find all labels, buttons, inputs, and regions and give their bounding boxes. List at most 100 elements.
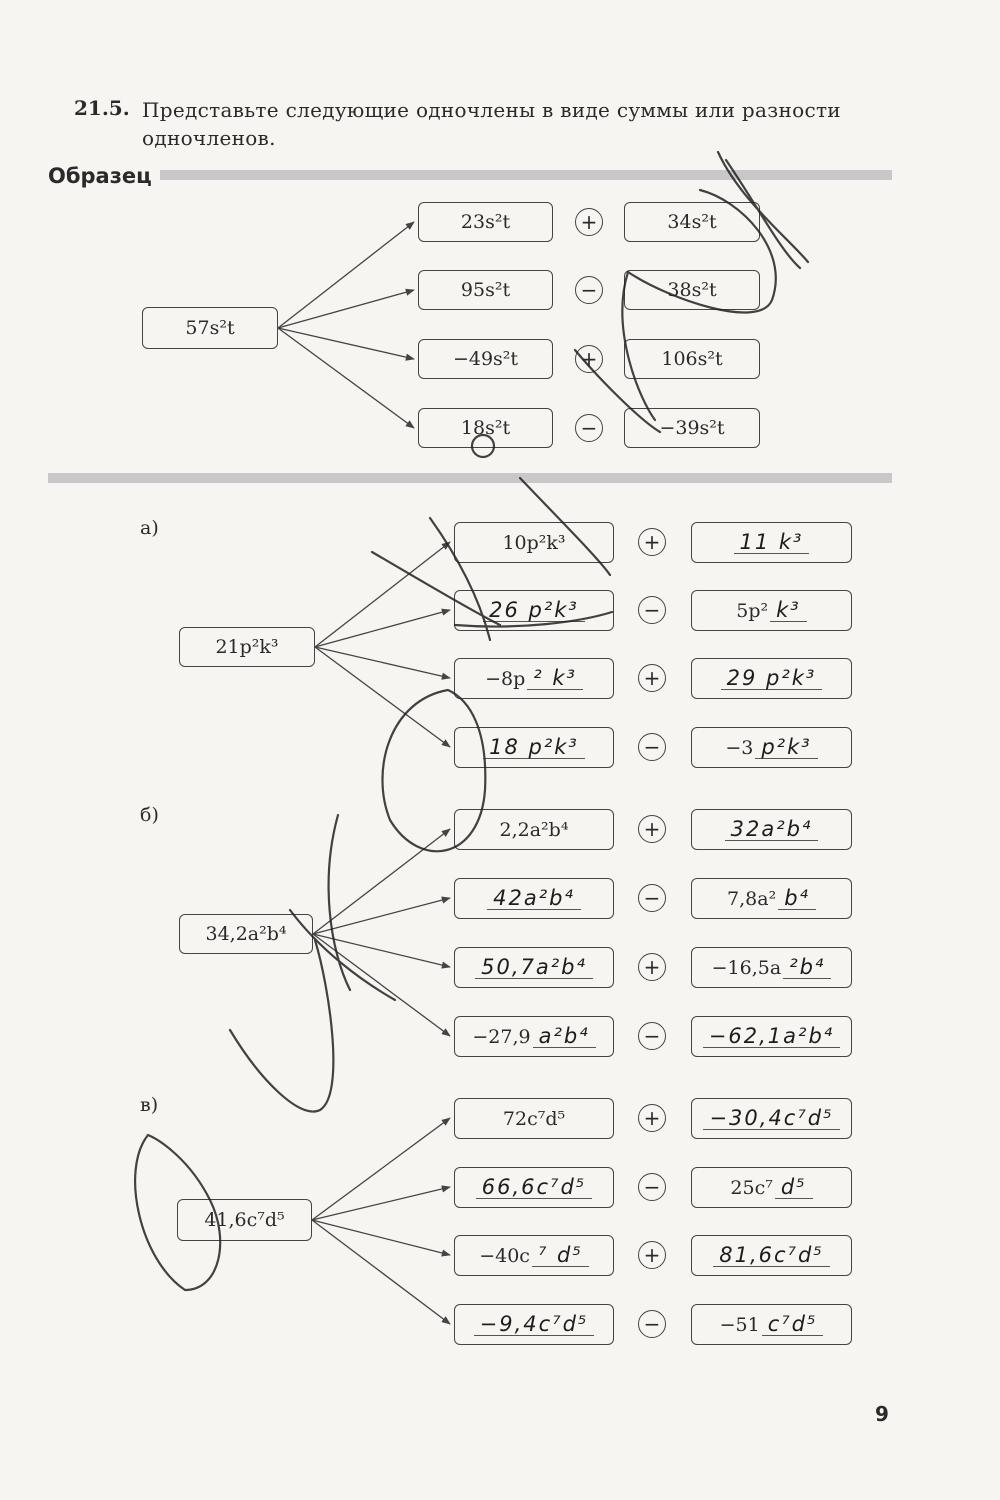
plus-sign-icon: +	[575, 208, 603, 236]
plus-sign-icon: +	[638, 528, 666, 556]
printed-term: 106s²t	[661, 348, 723, 370]
printed-term: 2,2a²b⁴	[499, 818, 569, 841]
right-term-box: 32a²b⁴	[691, 809, 852, 850]
exercise-arrow	[311, 1185, 451, 1221]
minus-sign-icon: −	[638, 733, 666, 761]
sample-right-term-box: 34s²t	[624, 202, 760, 242]
exercise-arrow	[314, 646, 451, 680]
handwritten-answer: 26 p²k³	[483, 599, 585, 622]
printed-term: −49s²t	[452, 348, 519, 370]
exercise-arrow	[311, 1117, 451, 1221]
left-term-box: 10p²k³	[454, 522, 614, 563]
sample-heading: Образец	[48, 164, 152, 188]
printed-prefix: −16,5a	[711, 956, 782, 979]
exercise-arrow	[314, 608, 451, 648]
printed-prefix: −3	[725, 736, 754, 759]
handwritten-answer: 11 k³	[733, 531, 810, 554]
handwritten-answer: −9,4c⁷d⁵	[473, 1313, 595, 1336]
left-term-box: 42a²b⁴	[454, 878, 614, 919]
printed-term: 72c⁷d⁵	[502, 1107, 566, 1130]
minus-sign-icon: −	[638, 596, 666, 624]
exercise-arrow	[311, 1219, 451, 1257]
left-term-box: 72c⁷d⁵	[454, 1098, 614, 1139]
sample-right-term-box: 106s²t	[624, 339, 760, 379]
handwritten-answer: −62,1a²b⁴	[702, 1025, 841, 1048]
handwritten-answer: 66,6c⁷d⁵	[475, 1176, 593, 1199]
source-monomial-box: 34,2a²b⁴	[179, 914, 313, 954]
sample-left-term-box: 95s²t	[418, 270, 553, 310]
left-term-box: 50,7a²b⁴	[454, 947, 614, 988]
exercise-arrow	[312, 933, 451, 1037]
page-number: 9	[875, 1402, 889, 1426]
minus-sign-icon: −	[638, 1310, 666, 1338]
handwritten-answer: p²k³	[755, 736, 818, 759]
right-term-box: 29 p²k³	[691, 658, 852, 699]
minus-sign-icon: −	[638, 1022, 666, 1050]
task-statement: Представьте следующие одночлены в виде с…	[142, 98, 841, 150]
handwritten-answer: ²b⁴	[783, 956, 832, 979]
handwritten-answer: c⁷d⁵	[761, 1313, 824, 1336]
sample-bottom-divider	[48, 473, 892, 483]
left-term-box: 66,6c⁷d⁵	[454, 1167, 614, 1208]
printed-prefix: −40c	[479, 1244, 530, 1267]
handwritten-answer: ⁷ d⁵	[531, 1244, 589, 1267]
plus-sign-icon: +	[638, 953, 666, 981]
exercise-arrow	[312, 828, 451, 935]
printed-prefix: −27,9	[472, 1025, 531, 1048]
source-monomial-box: 41,6c⁷d⁵	[177, 1199, 312, 1241]
printed-term: 38s²t	[667, 279, 717, 301]
source-monomial-box: 21p²k³	[179, 627, 315, 667]
minus-sign-icon: −	[638, 884, 666, 912]
handwritten-answer: 18 p²k³	[483, 736, 585, 759]
sample-arrow	[277, 327, 415, 361]
sample-right-term-box: −39s²t	[624, 408, 760, 448]
right-term-box: −30,4c⁷d⁵	[691, 1098, 852, 1139]
handwritten-answer: k³	[770, 599, 807, 622]
right-term-box: −62,1a²b⁴	[691, 1016, 852, 1057]
left-term-box: 2,2a²b⁴	[454, 809, 614, 850]
handwritten-answer: a²b⁴	[532, 1025, 596, 1048]
plus-sign-icon: +	[638, 1241, 666, 1269]
handwritten-answer: d⁵	[774, 1176, 813, 1199]
part-label: б)	[140, 804, 159, 826]
handwritten-answer: 29 p²k³	[720, 667, 823, 690]
handwritten-answer: 81,6c⁷d⁵	[713, 1244, 830, 1267]
printed-term: 95s²t	[460, 279, 511, 301]
sample-source-box: 57s²t	[142, 307, 278, 349]
sample-top-divider	[160, 170, 892, 180]
minus-sign-icon: −	[575, 276, 603, 304]
exercise-arrow	[311, 1219, 451, 1325]
left-term-box: 26 p²k³	[454, 590, 614, 631]
right-term-box: 11 k³	[691, 522, 852, 563]
left-term-box: −9,4c⁷d⁵	[454, 1304, 614, 1345]
task-number: 21.5.	[74, 96, 130, 120]
sample-left-term-box: 23s²t	[418, 202, 553, 242]
sample-left-term-box: 18s²t	[418, 408, 553, 448]
plus-sign-icon: +	[575, 345, 603, 373]
sample-arrow	[277, 221, 415, 329]
part-label: в)	[140, 1094, 159, 1116]
printed-term: 21p²k³	[215, 636, 279, 658]
minus-sign-icon: −	[575, 414, 603, 442]
handwritten-answer: −30,4c⁷d⁵	[703, 1107, 840, 1130]
exercise-arrow	[312, 933, 451, 969]
plus-sign-icon: +	[638, 664, 666, 692]
handwritten-answer: 32a²b⁴	[724, 818, 819, 841]
sample-arrow	[277, 327, 415, 429]
left-term-box: 18 p²k³	[454, 727, 614, 768]
plus-sign-icon: +	[638, 815, 666, 843]
printed-prefix: −8p	[485, 667, 526, 690]
sample-arrow	[277, 288, 415, 329]
handwritten-answer: b⁴	[778, 887, 816, 910]
printed-prefix: −51	[719, 1313, 760, 1336]
printed-term: 18s²t	[460, 417, 511, 439]
printed-prefix: 25c⁷	[730, 1176, 773, 1199]
handwritten-answer: 50,7a²b⁴	[475, 956, 593, 979]
printed-prefix: 7,8a²	[727, 887, 777, 910]
